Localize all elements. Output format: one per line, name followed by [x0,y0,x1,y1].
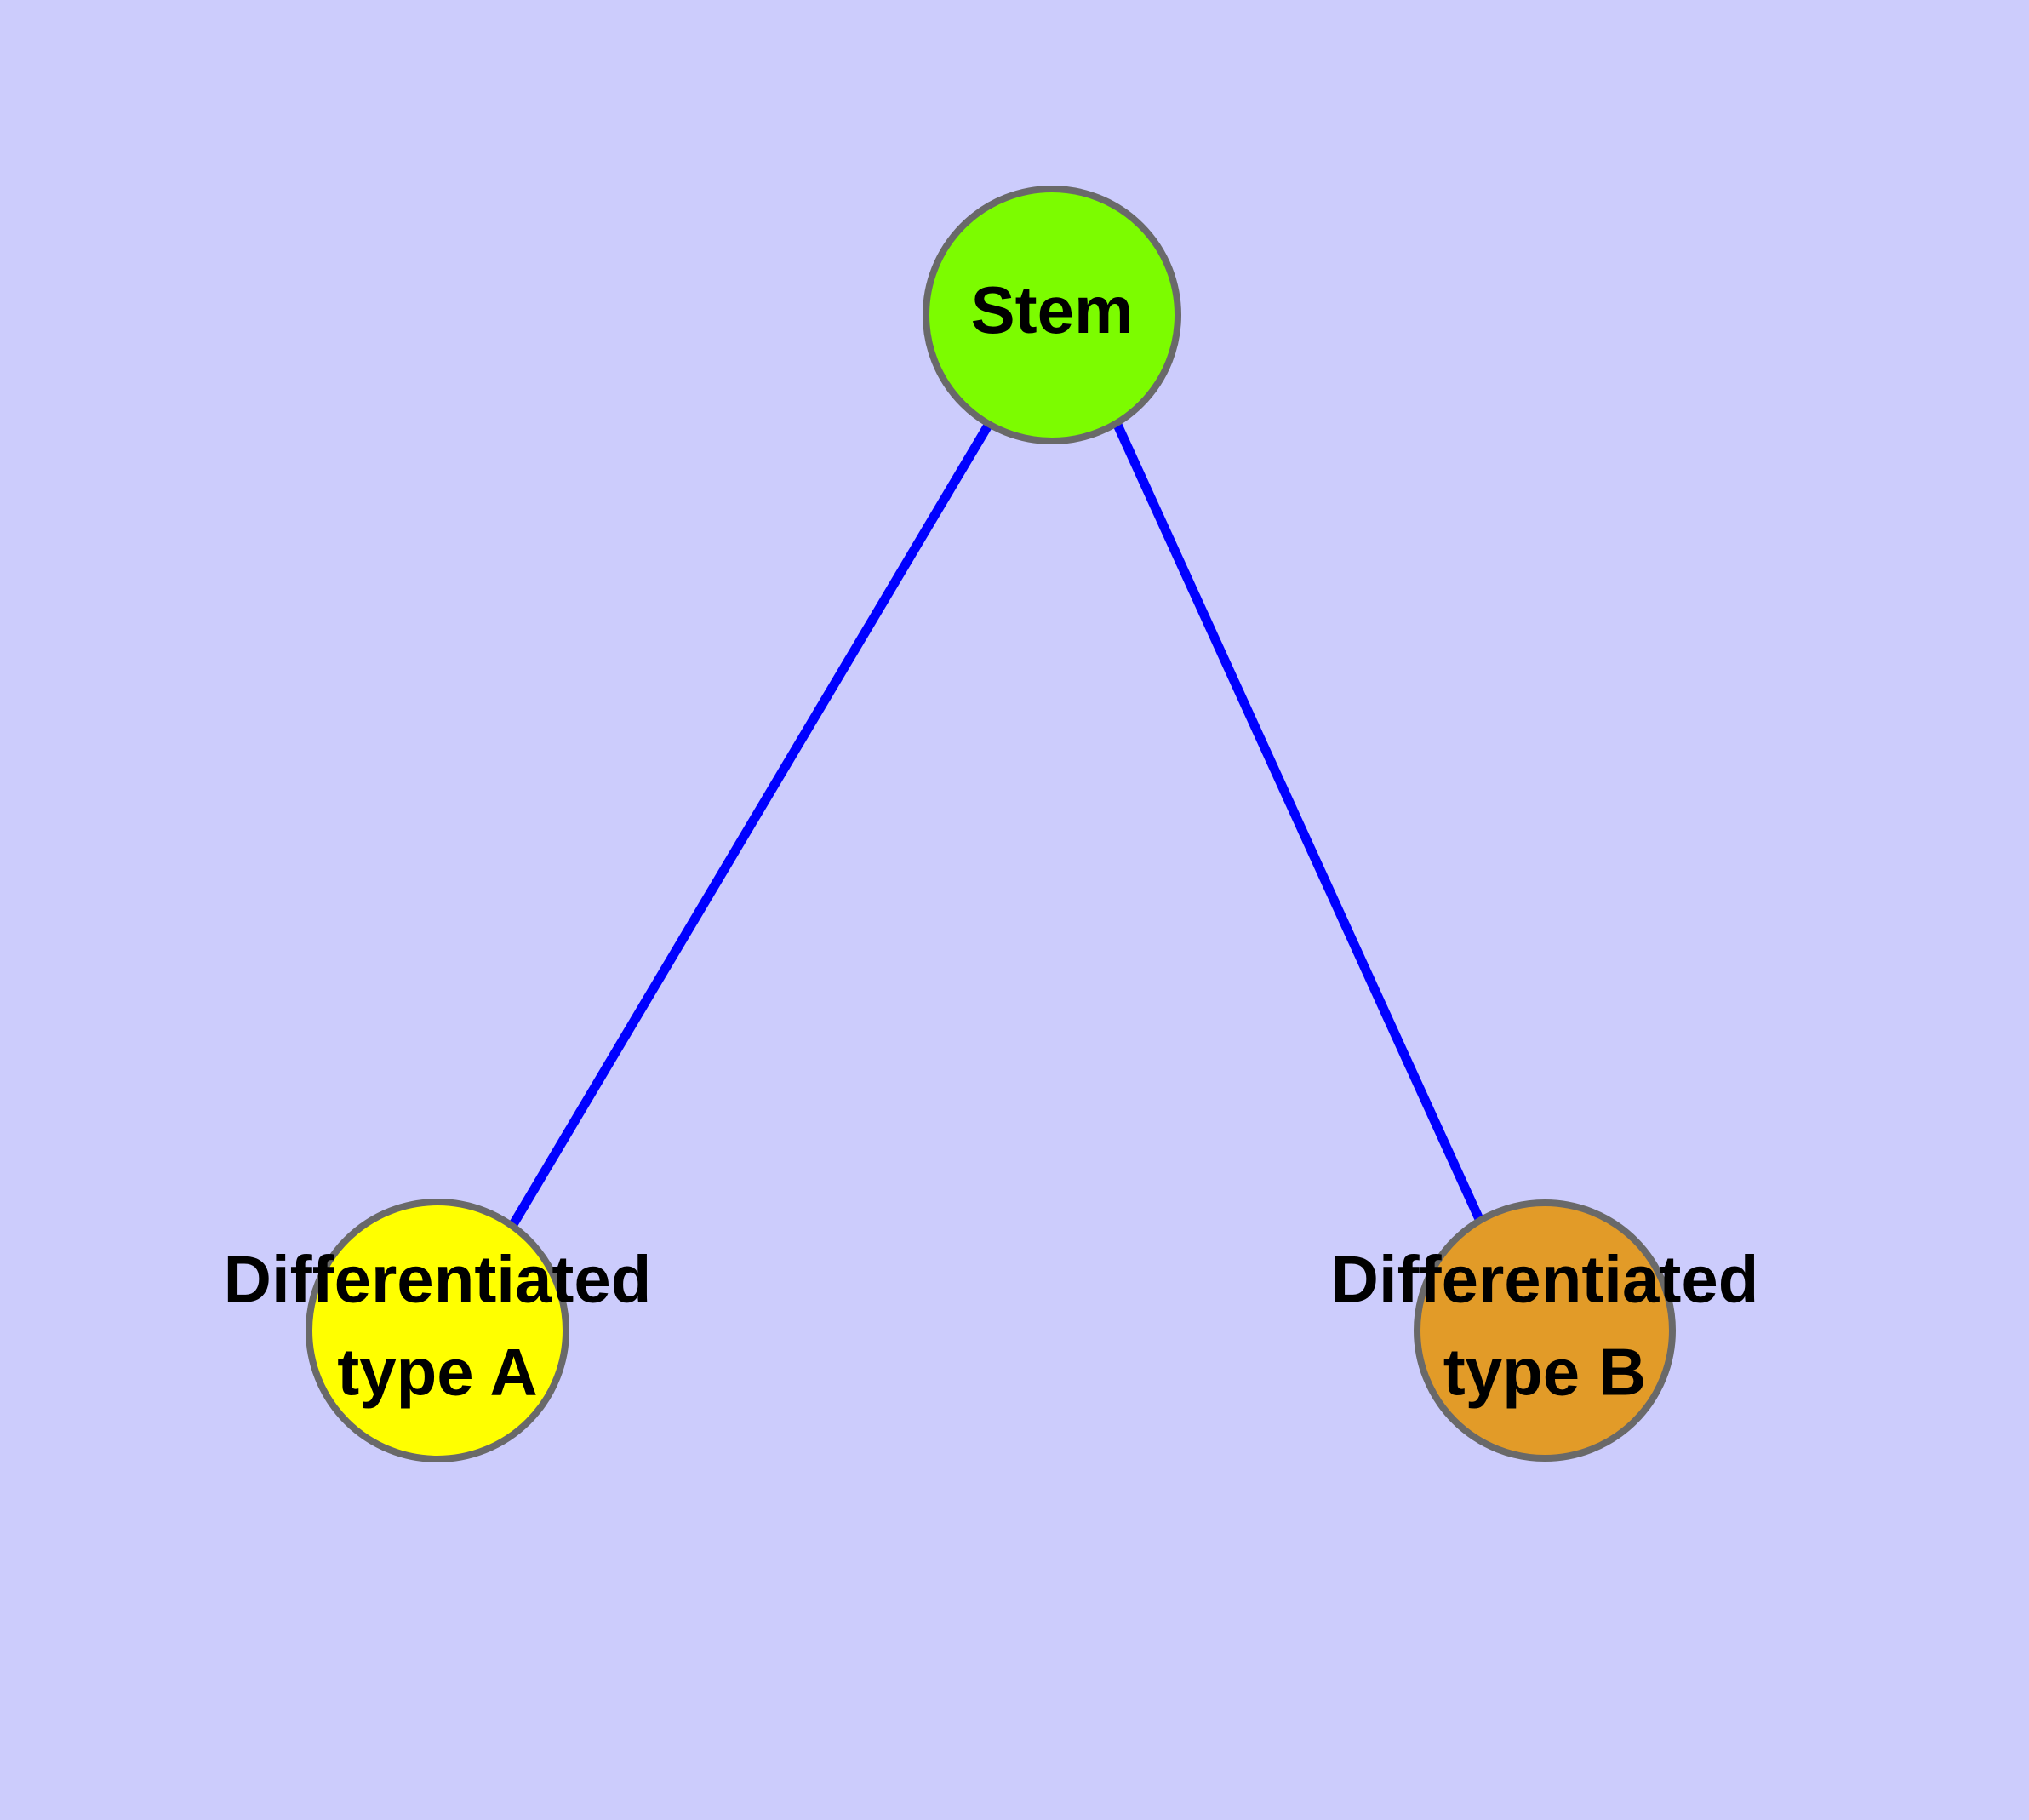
node-circle-differentiated-type-b[interactable] [1414,1199,1676,1462]
node-circle-differentiated-type-a[interactable] [306,1199,569,1462]
node-differentiated-type-a[interactable]: Differentiated type A [224,1199,652,1462]
node-label-line: type A [337,1334,538,1409]
edge-stem-to-differentiated-type-a[interactable] [508,421,993,1228]
edges-layer [508,421,1484,1228]
node-label-differentiated-type-a: Differentiated type A [224,1241,652,1409]
node-label-line: Differentiated [224,1241,652,1316]
node-stem[interactable]: Stem [923,186,1181,444]
edge-stem-to-differentiated-type-b[interactable] [1112,422,1484,1222]
node-label-differentiated-type-b: Differentiated type B [1331,1241,1759,1409]
node-differentiated-type-b[interactable]: Differentiated type B [1331,1199,1759,1462]
node-label-stem: Stem [971,272,1134,347]
node-circle-stem[interactable] [923,186,1181,444]
node-label-line: type B [1443,1334,1646,1409]
nodes-layer: Stem Differentiated type A Differentiated… [224,186,1759,1462]
node-label-line: Differentiated [1331,1241,1759,1316]
node-label-line: Stem [971,272,1134,347]
